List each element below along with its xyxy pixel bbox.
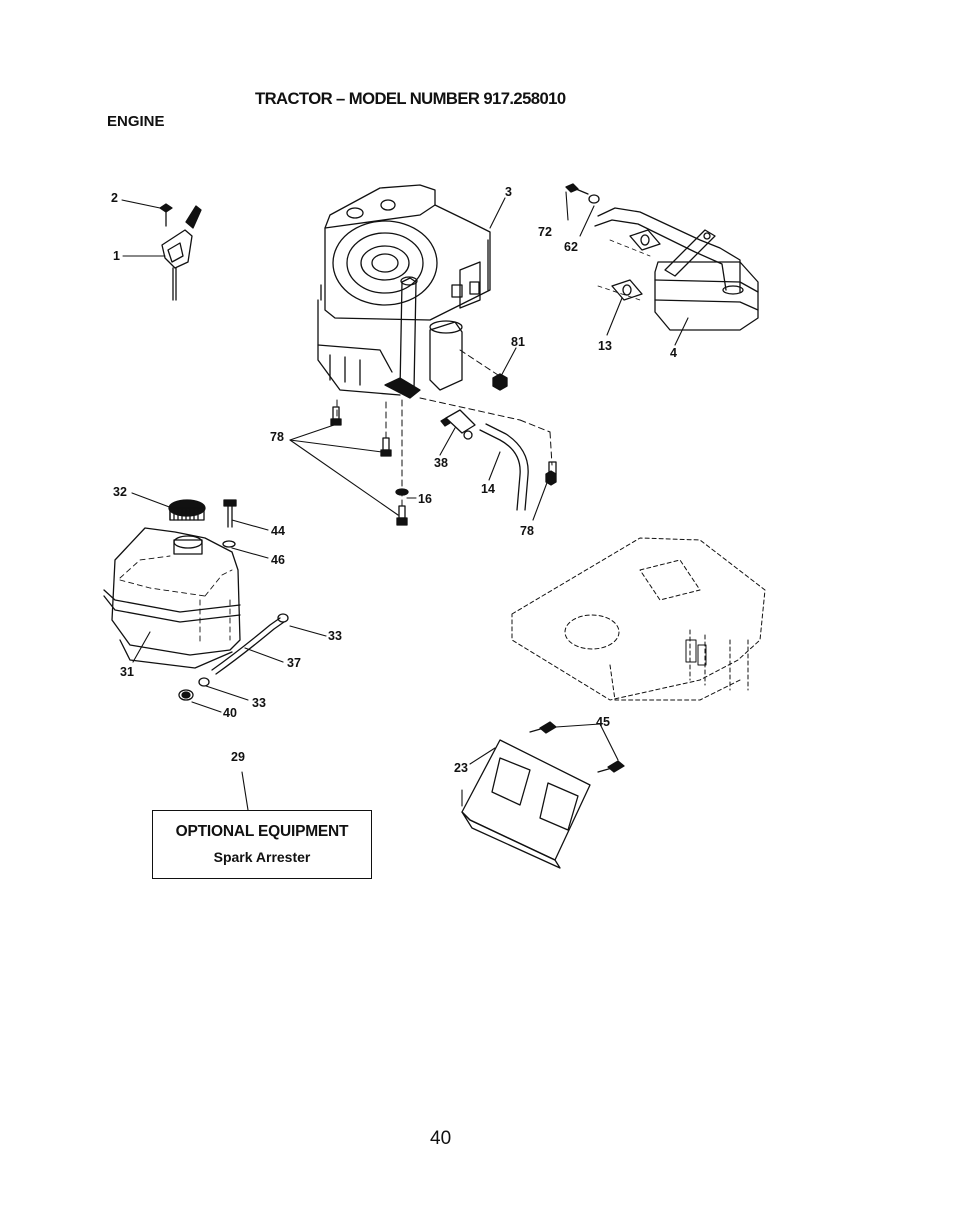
page-number: 40 (430, 1128, 452, 1149)
callout-45: 45 (596, 715, 610, 729)
bolt-78-bottom (396, 505, 408, 526)
callout-62: 62 (564, 240, 578, 254)
leader-lines (121, 191, 689, 811)
fuel-tank-drawing (103, 499, 289, 701)
callout-44: 44 (271, 524, 285, 538)
callout-78-left: 78 (270, 430, 284, 444)
callout-33-upper: 33 (328, 629, 342, 643)
optional-equipment-item: Spark Arrester (213, 849, 311, 865)
callout-72: 72 (538, 225, 552, 239)
callout-38: 38 (434, 456, 448, 470)
bolt-78-left (330, 406, 342, 426)
section-heading: ENGINE (107, 113, 165, 130)
callout-3: 3 (505, 185, 512, 199)
bolt-78-center (380, 437, 392, 457)
callout-14: 14 (481, 482, 495, 496)
optional-equipment-heading: OPTIONAL EQUIPMENT (175, 823, 349, 840)
bolt-78-right (545, 461, 557, 486)
assembly-lines (336, 349, 553, 511)
page-title: TRACTOR – MODEL NUMBER 917.258010 (255, 89, 566, 108)
callout-13: 13 (598, 339, 612, 353)
callout-29: 29 (231, 750, 245, 764)
optional-equipment-box: OPTIONAL EQUIPMENT Spark Arrester (152, 810, 372, 879)
callout-4: 4 (670, 346, 677, 360)
callout-81: 81 (511, 335, 525, 349)
callout-1: 1 (113, 249, 120, 263)
engine-drawing (317, 184, 491, 399)
frame-drawing (511, 537, 766, 701)
callout-33-lower: 33 (252, 696, 266, 710)
muffler-drawing (565, 183, 759, 331)
callout-32: 32 (113, 485, 127, 499)
callout-37: 37 (287, 656, 301, 670)
callout-16: 16 (418, 492, 432, 506)
spark-arrester-drawing (461, 721, 625, 869)
callout-46: 46 (271, 553, 285, 567)
callout-31: 31 (120, 665, 134, 679)
fuel-line-14 (479, 423, 529, 511)
fuel-filter-38 (440, 409, 476, 440)
callout-23: 23 (454, 761, 468, 775)
callout-40: 40 (223, 706, 237, 720)
washer-16 (395, 488, 409, 496)
throttle-control-drawing (159, 203, 202, 301)
nut-81 (492, 373, 508, 391)
callout-2: 2 (111, 191, 118, 205)
callout-78-right: 78 (520, 524, 534, 538)
